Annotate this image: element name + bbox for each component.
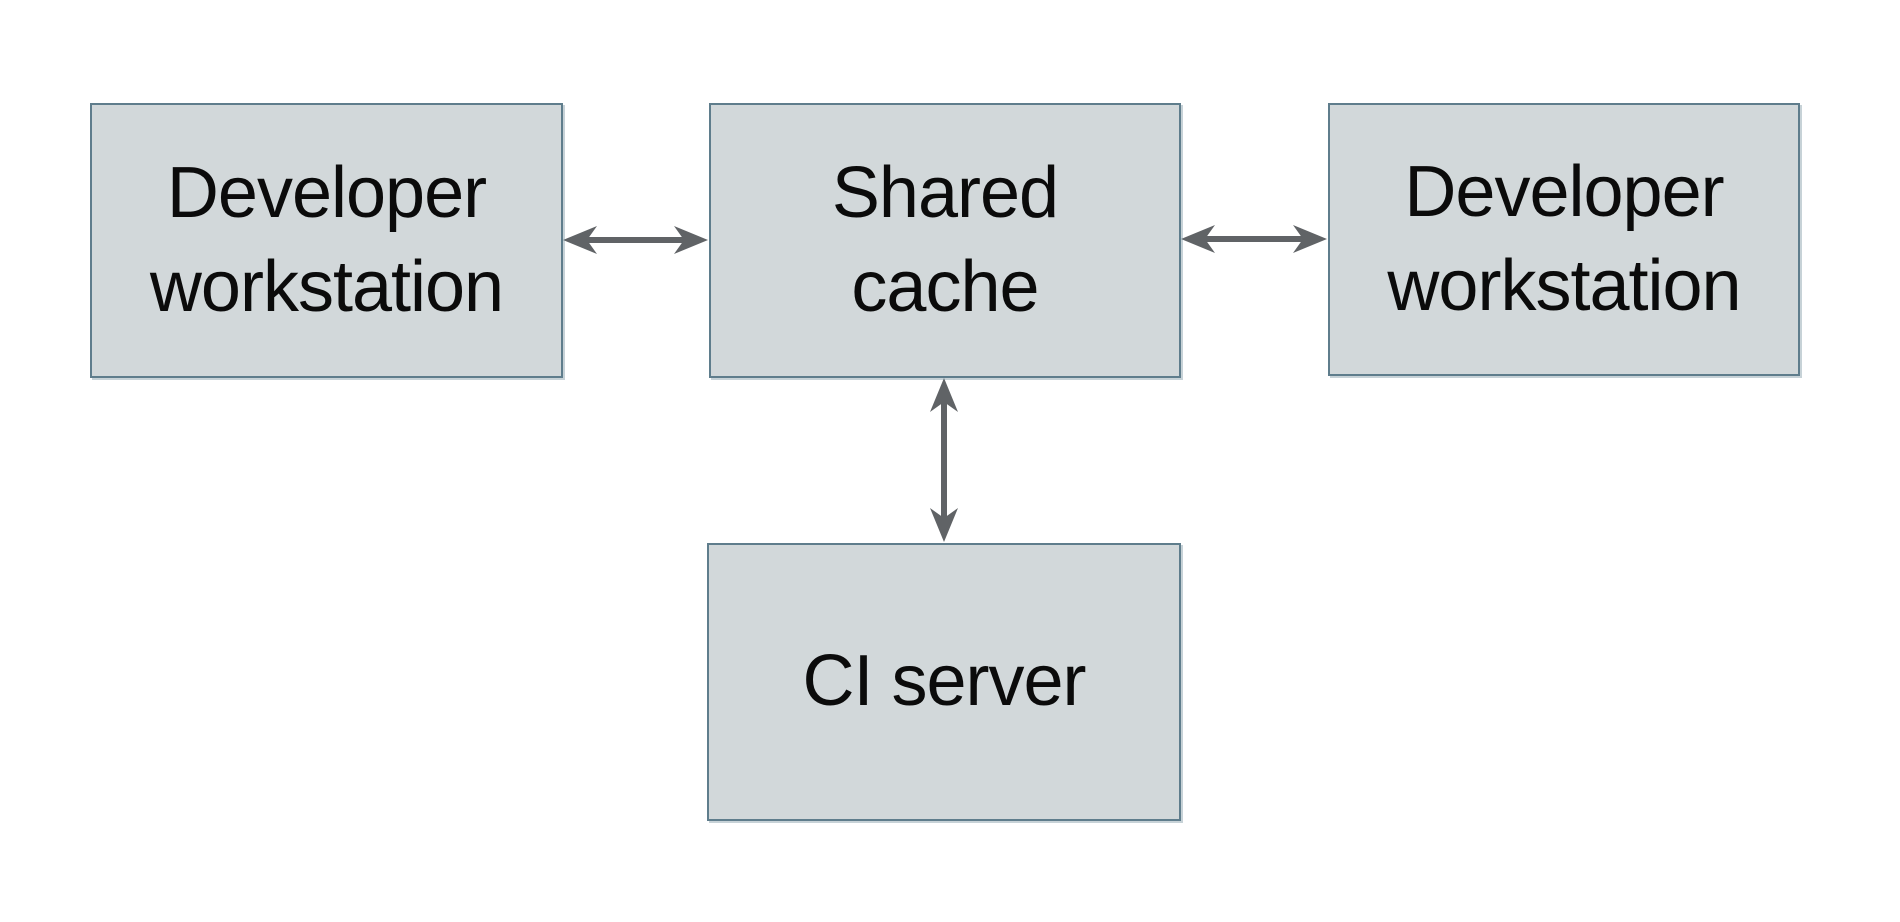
edge-workstation-left-shared-cache — [563, 226, 708, 254]
node-label-ci-server: CI server — [802, 641, 1086, 722]
node-developer-workstation-left: Developer workstation — [90, 103, 563, 378]
node-label-developer-workstation-right: Developer workstation — [1387, 151, 1741, 326]
edge-shared-cache-workstation-right — [1181, 225, 1327, 253]
node-developer-workstation-right: Developer workstation — [1328, 103, 1800, 376]
node-label-developer-workstation-left: Developer workstation — [149, 152, 504, 327]
node-ci-server: CI server — [707, 543, 1181, 821]
node-label-shared-cache: Shared cache — [831, 152, 1059, 327]
edge-shared-cache-ci-server — [930, 378, 958, 542]
node-shared-cache: Shared cache — [709, 103, 1181, 378]
